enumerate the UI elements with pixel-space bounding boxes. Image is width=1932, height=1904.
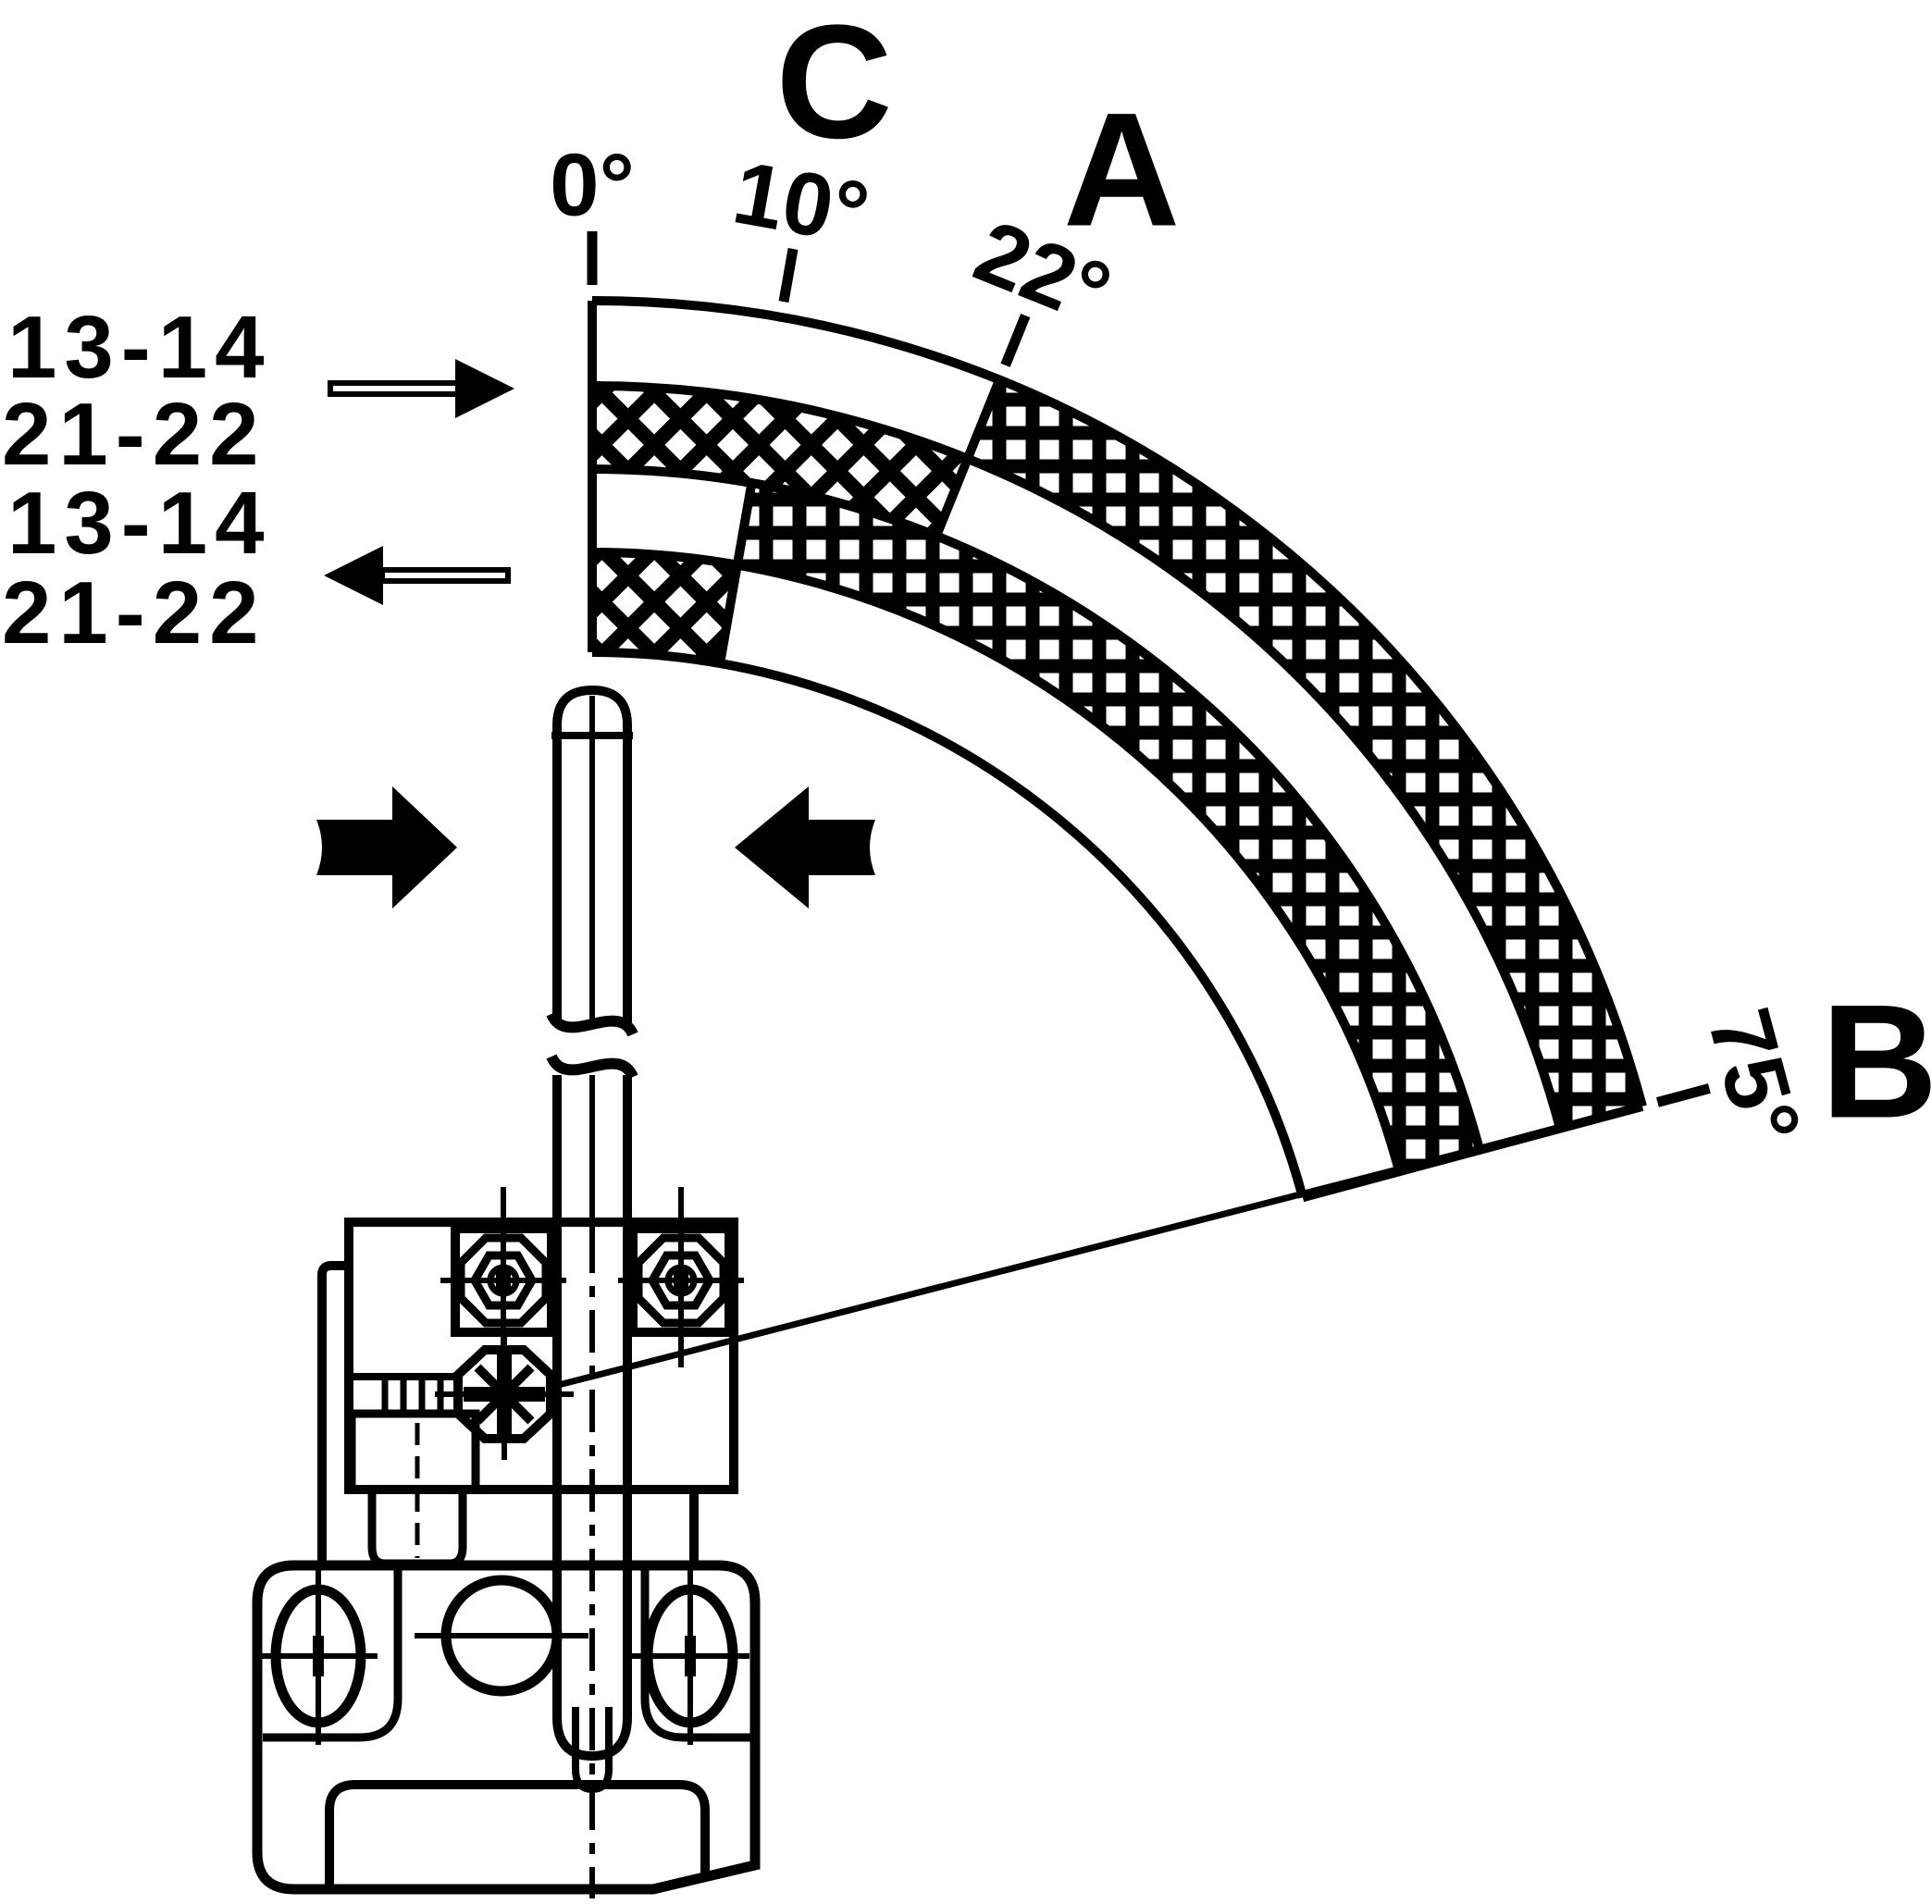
ring-arc <box>591 381 1565 1130</box>
hex-socket-screw-right <box>618 1187 744 1367</box>
zone-letter-C: C <box>775 0 892 173</box>
ring-4-inner <box>592 552 1400 1198</box>
ring-arc <box>591 648 1307 1199</box>
zone-junction-line <box>932 377 1004 538</box>
angle-tick-label: 10° <box>726 142 876 264</box>
terminal-connector <box>347 1409 480 1568</box>
contact-annotations: 13-14 21-22 13-14 21-22 <box>2 298 514 662</box>
ring-3 <box>592 469 1480 1172</box>
hex-socket-screw-left <box>440 1187 566 1367</box>
zone-segment <box>592 301 1000 459</box>
angle-tick-label: 0° <box>550 136 635 235</box>
zone-letter-B: B <box>1821 971 1932 1152</box>
body-outline <box>252 1560 761 1895</box>
lever-edge-upper <box>552 736 632 1022</box>
mounting-hole-left <box>259 1567 378 1745</box>
head-left-tab <box>317 1261 349 1565</box>
ring-2 <box>592 386 1561 1150</box>
thread-ticks <box>381 1375 461 1416</box>
break-symbol <box>546 1010 638 1081</box>
push-direction-left-icon <box>735 786 875 909</box>
lever-cap <box>552 685 632 736</box>
zone-segment <box>720 564 1400 1198</box>
contact-label: 21-22 <box>2 385 266 484</box>
ring-arc <box>591 296 1647 1108</box>
push-direction-arrows <box>316 786 875 909</box>
zone-segment <box>592 469 752 565</box>
angle-tick <box>1000 313 1031 367</box>
lever-edge-lower <box>552 1075 632 1762</box>
body-partition-right <box>640 1565 751 1742</box>
ring-arc <box>591 548 1405 1173</box>
zone-segment <box>592 552 737 664</box>
head-outline <box>344 1218 738 1494</box>
contact-label: 13-14 <box>7 298 272 397</box>
zone-junction-line <box>715 482 757 664</box>
zone-segment <box>737 483 1480 1172</box>
ring-1-outer <box>592 301 1642 1129</box>
contact-label: 13-14 <box>7 474 272 573</box>
terminal-cover <box>325 1780 710 1889</box>
angle-tick <box>1655 1083 1711 1107</box>
push-direction-right-icon <box>316 786 457 909</box>
body-partition-left <box>263 1565 402 1742</box>
zone-segment <box>592 386 968 537</box>
zone-segment <box>967 379 1642 1129</box>
switch-body <box>252 1560 761 1895</box>
cover-screw <box>415 1575 588 1697</box>
lever-rod <box>546 685 638 1898</box>
ring-arc <box>591 464 1484 1152</box>
mounting-hole-right <box>631 1567 749 1745</box>
angle-tick-label: 75° <box>1689 999 1819 1155</box>
contact-label: 21-22 <box>2 563 266 662</box>
switch-head <box>317 1187 744 1568</box>
angle-tick <box>778 248 799 303</box>
zone-letter-A: A <box>1063 80 1180 261</box>
sweep-line <box>547 1107 1630 1391</box>
thin-arrow-right-icon <box>328 359 514 418</box>
clamp-bolt-icon <box>435 1329 574 1460</box>
zone-segment <box>935 458 1561 1150</box>
thin-arrow-left-icon <box>324 546 511 605</box>
